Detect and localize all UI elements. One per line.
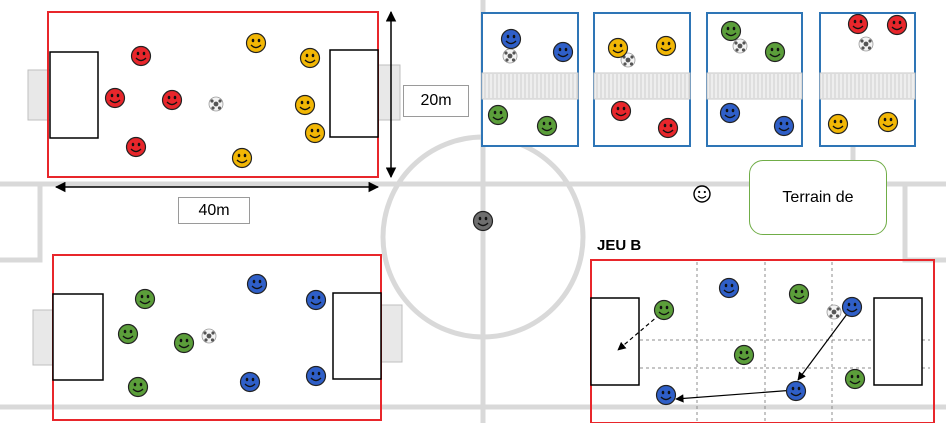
smiley-icon [294,94,316,116]
soccer-ball-icon [208,96,224,112]
soccer-ball-icon [732,38,748,54]
smiley-icon [245,32,267,54]
smiley-icon [472,210,494,232]
smiley-icon [299,47,321,69]
smiley-icon [720,20,742,42]
goal-net-icon [379,304,403,363]
smiley-icon [655,35,677,57]
smiley-icon [773,115,795,137]
smiley-icon [127,376,149,398]
smiley-icon [536,115,558,137]
goal-box [590,297,640,386]
width-dimension-label: 40m [178,197,250,224]
dimension-arrows [54,10,397,193]
soccer-ball-icon [201,328,217,344]
smiley-icon [161,89,183,111]
smiley-icon [487,104,509,126]
field-note: Terrain de [749,160,887,235]
field-top-left [27,11,401,178]
game-b-title: JEU B [597,237,642,254]
smiley-icon [104,87,126,109]
zone-grid [640,262,930,423]
smiley-icon [607,37,629,59]
smiley-icon [231,147,253,169]
smiley-icon [847,13,869,35]
soccer-ball-icon [620,52,636,68]
smiley-icon [718,277,740,299]
goal-box [49,51,99,139]
smiley-icon [500,28,522,50]
smiley-icon [246,273,268,295]
goal-net-icon [27,69,51,121]
goal-box [332,292,382,380]
goal-net-icon [377,64,401,121]
smiley-icon [877,111,899,133]
smiley-icon [827,113,849,135]
smiley-icon [653,299,675,321]
small-fields [481,12,916,147]
balls-layer [201,36,874,344]
height-dimension-label: 20m [403,85,469,117]
smiley-icon [173,332,195,354]
goal-net-icon [481,72,916,100]
left-penalty-box [0,181,43,263]
smiley-icon [305,365,327,387]
pass-arrow [675,389,796,403]
smiley-icon [719,102,741,124]
right-penalty-box [902,181,946,263]
field-bottom-left [32,254,403,421]
smiley-outline-icon [693,185,711,203]
smiley-icon [117,323,139,345]
smiley-icon [552,41,574,63]
smiley-icon [657,117,679,139]
soccer-ball-icon [502,48,518,64]
smiley-icon [610,100,632,122]
goal-box [329,49,379,138]
goal-box [52,293,104,381]
goal-net-icon [32,309,56,366]
smiley-icon [785,380,807,402]
soccer-ball-icon [826,304,842,320]
smiley-icon [886,14,908,36]
smiley-icon [305,289,327,311]
smiley-icon [239,371,261,393]
smiley-icon [134,288,156,310]
smiley-icon [788,283,810,305]
soccer-ball-icon [858,36,874,52]
smiley-icon [841,296,863,318]
smiley-icon [655,384,677,406]
smiley-icon [304,122,326,144]
smiley-icon [125,136,147,158]
smiley-icon [733,344,755,366]
goal-box [873,297,923,386]
smiley-icon [130,45,152,67]
players-layer [104,13,908,406]
pass-arrow [797,305,854,381]
smiley-icon [764,41,786,63]
smiley-icon [844,368,866,390]
field-game-b [590,259,935,423]
